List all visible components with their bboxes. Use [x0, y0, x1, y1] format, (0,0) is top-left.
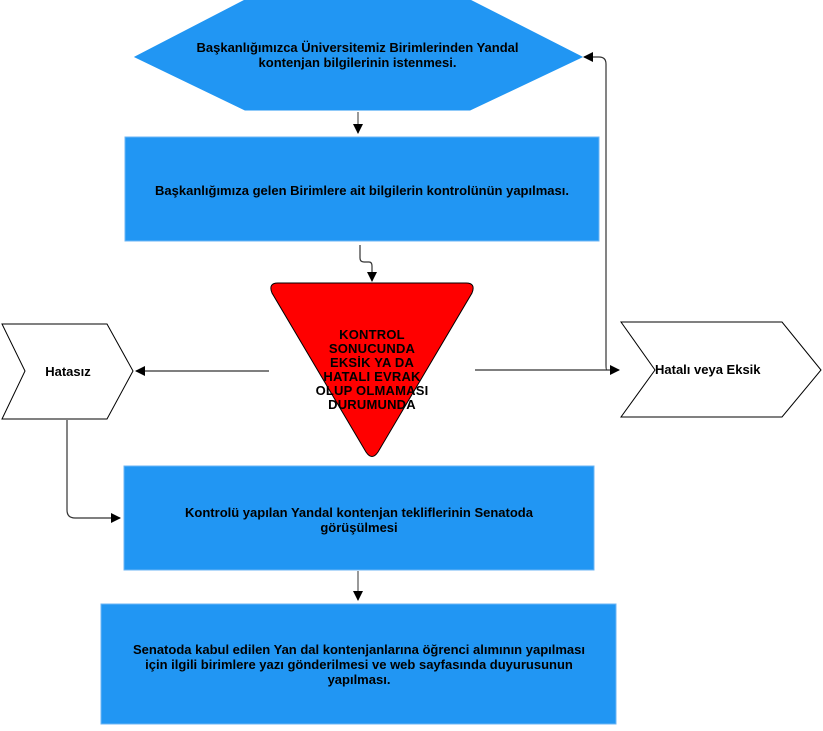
edge-control-to-decision: [359, 245, 377, 282]
decision-line: SONUCUNDA: [328, 341, 416, 356]
ok-label: Hatasız: [28, 360, 108, 382]
edge-error-to-start: [583, 52, 608, 371]
edge-ok-to-senate: [66, 420, 121, 523]
decision-triangle: [270, 282, 474, 457]
senate-label: Kontrolü yapılan Yandal kontenjan teklif…: [148, 500, 570, 540]
error-text: Hatalı veya Eksik: [655, 361, 761, 377]
error-label: Hatalı veya Eksik: [655, 358, 785, 380]
decision-line: DURUMUNDA: [328, 397, 416, 412]
ok-chevron: [1, 323, 134, 420]
final-label: Senatoda kabul edilen Yan dal kontenjanl…: [130, 637, 588, 691]
start-label: Başkanlığımızca Üniversitemiz Birimlerin…: [170, 35, 545, 75]
decision-line: OLUP OLMAMASI: [315, 383, 429, 398]
final-process-box: [100, 603, 617, 725]
error-chevron: [620, 321, 822, 418]
decision-label: KONTROL SONUCUNDA EKSİK YA DA HATALI EVR…: [296, 321, 448, 419]
control-process-box: [124, 136, 600, 242]
ok-text: Hatasız: [45, 363, 91, 379]
senate-text: Kontrolü yapılan Yandal kontenjan teklif…: [185, 505, 533, 535]
final-text: Senatoda kabul edilen Yan dal kontenjanl…: [132, 641, 585, 687]
start-text: Başkanlığımızca Üniversitemiz Birimlerin…: [196, 40, 519, 70]
control-text: Başkanlığımıza gelen Birimlere ait bilgi…: [155, 182, 569, 198]
decision-line: KONTROL: [339, 327, 405, 342]
senate-process-box: [123, 465, 595, 571]
start-hexagon: [133, 0, 584, 111]
decision-line: EKSİK YA DA: [329, 355, 415, 370]
control-label: Başkanlığımıza gelen Birimlere ait bilgi…: [145, 170, 579, 210]
decision-line: HATALI EVRAK: [323, 369, 421, 384]
